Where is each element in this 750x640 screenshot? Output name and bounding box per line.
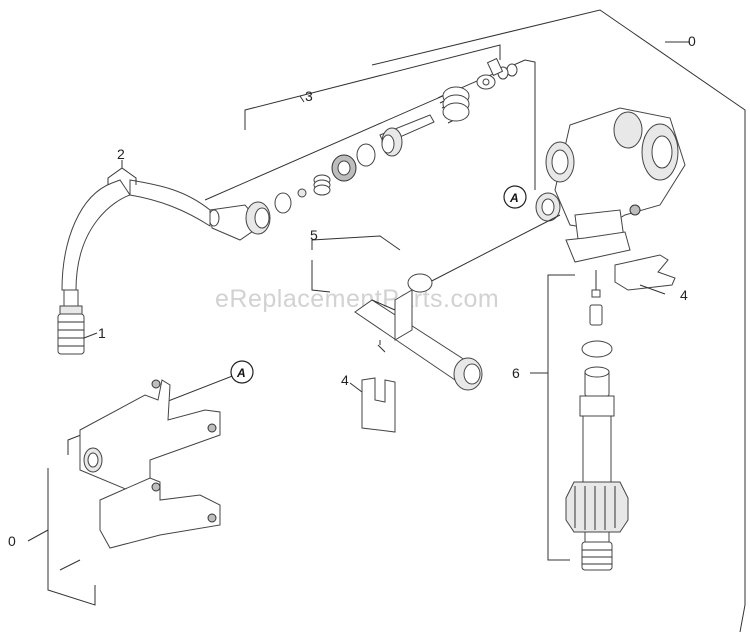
svg-text:A: A [236, 366, 246, 380]
pump-head [535, 107, 686, 263]
callout-6[interactable]: 6 [512, 365, 520, 381]
assembly-0-outline [371, 9, 746, 633]
o-ring-tube [407, 273, 433, 293]
svg-text:A: A [509, 191, 519, 205]
hose-part [61, 160, 211, 291]
strainer-part [57, 289, 98, 355]
filter-parts [565, 270, 629, 571]
valve-ball [297, 188, 307, 198]
hose-connector-body [208, 201, 271, 241]
reference-circle-left: A [230, 360, 254, 384]
callout-3[interactable]: 3 [305, 88, 313, 104]
valve-kit-parts [208, 57, 518, 241]
clip-bracket-right [614, 254, 676, 295]
clip-bracket-left [349, 377, 396, 433]
tube-part [354, 289, 483, 391]
o-ring-small [356, 143, 376, 167]
nut-part [506, 63, 518, 77]
callout-0-right[interactable]: 0 [688, 33, 696, 49]
mounting-bracket-left [79, 379, 221, 549]
assembly-0-left-outline [27, 374, 236, 606]
valve-kit-bracket [204, 44, 536, 201]
callout-0-left[interactable]: 0 [8, 533, 16, 549]
callout-2[interactable]: 2 [117, 146, 125, 162]
callout-4-right[interactable]: 4 [680, 287, 688, 303]
filter-bracket [530, 274, 575, 561]
o-ring-filter [581, 340, 613, 358]
callout-5[interactable]: 5 [310, 227, 318, 243]
callout-1[interactable]: 1 [98, 325, 106, 341]
o-ring-2 [274, 192, 292, 214]
valve-seat [331, 154, 357, 182]
spring-large [437, 86, 470, 124]
callout-4-left[interactable]: 4 [341, 372, 349, 388]
tube-bracket-line [311, 214, 561, 293]
reference-circle-right: A [503, 185, 527, 209]
spring-small [313, 174, 331, 196]
watermark-text: eReplacementParts.com [215, 285, 499, 313]
piston-rod [379, 114, 435, 157]
